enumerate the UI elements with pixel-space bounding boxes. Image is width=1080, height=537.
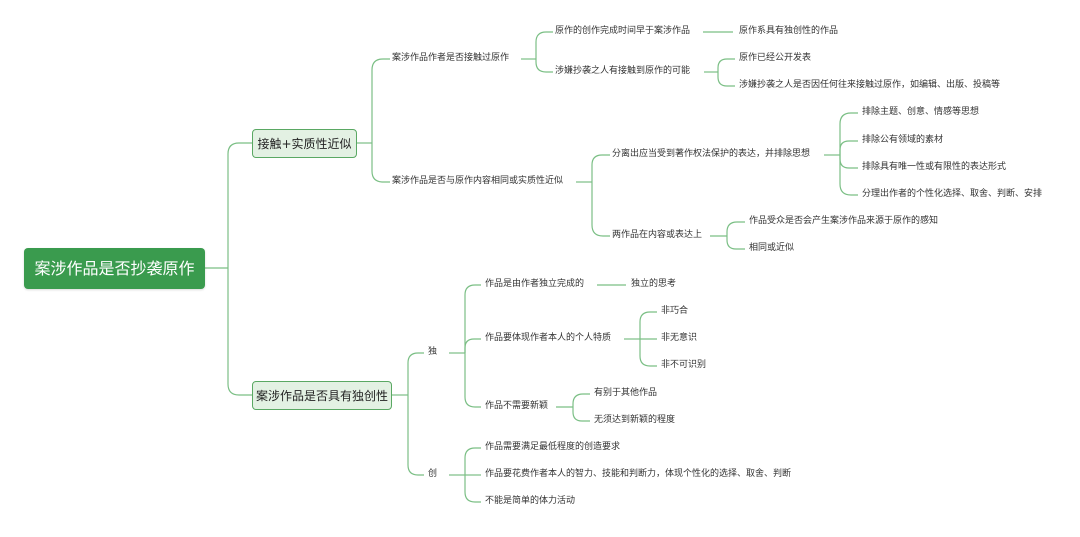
link-q1-a	[535, 31, 553, 59]
link-q2-b	[591, 182, 610, 237]
branch-contact[interactable]: 接触+实质性近似	[252, 129, 357, 158]
du-b-c2-node[interactable]: 非无意识	[661, 333, 698, 343]
q2-a-c2-node[interactable]: 排除公有领域的素材	[862, 135, 944, 145]
chuang-c3-node[interactable]: 不能是简单的体力活动	[485, 496, 576, 506]
du-node[interactable]: 独	[428, 347, 438, 357]
q1-a-child-node[interactable]: 原作系具有独创性的作品	[739, 26, 839, 36]
link-q2a-c4	[839, 155, 858, 196]
q1-b-c1-node[interactable]: 原作已经公开发表	[739, 53, 812, 63]
link-du-c	[464, 353, 481, 408]
du-c-node[interactable]: 作品不需要新颖	[485, 401, 549, 411]
link-chuang-c3	[464, 475, 481, 503]
link-duc-c1	[572, 393, 590, 407]
q1-b-node[interactable]: 涉嫌抄袭之人有接触到原作的可能	[555, 66, 691, 76]
link-q1-b	[535, 59, 553, 73]
q2-a-c1-node[interactable]: 排除主题、创意、情感等思想	[862, 107, 980, 117]
du-a-child-node[interactable]: 独立的思考	[631, 279, 677, 289]
link-orig-chuang	[407, 395, 424, 476]
link-contact-q2	[371, 143, 390, 183]
link-q2a-c1	[839, 112, 858, 155]
q2-a-node[interactable]: 分离出应当受到著作权法保护的表达，并排除思想	[612, 149, 811, 159]
link-q2b-c2	[726, 236, 745, 250]
link-q2a-c3	[839, 155, 858, 169]
du-c-c2-node[interactable]: 无须达到新颖的程度	[594, 415, 676, 425]
q2-node[interactable]: 案涉作品是否与原作内容相同或实质性近似	[392, 176, 564, 186]
q2-a-c3-node[interactable]: 排除具有唯一性或有限性的表达形式	[862, 162, 1007, 172]
q2-b-c2-node[interactable]: 相同或近似	[749, 243, 795, 253]
q1-b-c2-node[interactable]: 涉嫌抄袭之人是否因任何往来接触过原作，如编辑、出版、投稿等	[739, 80, 1001, 90]
link-chuang-c1	[464, 447, 481, 475]
q2-a-c4-node[interactable]: 分理出作者的个性化选择、取舍、判断、安排	[862, 189, 1043, 199]
chuang-c1-node[interactable]: 作品需要满足最低程度的创造要求	[485, 442, 621, 452]
link-q1b-c2	[717, 72, 735, 87]
chuang-node[interactable]: 创	[428, 469, 438, 479]
du-b-node[interactable]: 作品要体现作者本人的个人特质	[485, 333, 612, 343]
link-du-a	[464, 284, 481, 353]
link-q2b-c1	[726, 221, 745, 236]
link-q1b-c1	[717, 58, 735, 72]
q2-b-node[interactable]: 两作品在内容或表达上	[612, 230, 703, 240]
link-q2a-c2	[839, 140, 858, 155]
du-b-c1-node[interactable]: 非巧合	[661, 306, 689, 316]
link-root-contact	[227, 142, 252, 268]
link-contact-q1	[371, 58, 390, 143]
chuang-c2-node[interactable]: 作品要花费作者本人的智力、技能和判断力，体现个性化的选择、取舍、判断	[485, 469, 792, 479]
q1-node[interactable]: 案涉作品作者是否接触过原作	[392, 53, 510, 63]
link-q2-a	[591, 154, 610, 182]
link-orig-du	[407, 352, 424, 395]
du-a-node[interactable]: 作品是由作者独立完成的	[485, 279, 585, 289]
root-node[interactable]: 案涉作品是否抄袭原作	[24, 248, 205, 289]
link-duc-c2	[572, 407, 590, 422]
du-c-c1-node[interactable]: 有别于其他作品	[594, 388, 658, 398]
link-dub-c1	[639, 311, 657, 339]
link-dub-c3	[639, 339, 657, 367]
link-root-originality	[227, 268, 252, 396]
link-du-b	[464, 338, 481, 353]
du-b-c3-node[interactable]: 非不可识别	[661, 360, 707, 370]
branch-originality[interactable]: 案涉作品是否具有独创性	[252, 381, 392, 410]
q2-b-c1-node[interactable]: 作品受众是否会产生案涉作品来源于原作的感知	[749, 216, 939, 226]
q1-a-node[interactable]: 原作的创作完成时间早于案涉作品	[555, 26, 691, 36]
